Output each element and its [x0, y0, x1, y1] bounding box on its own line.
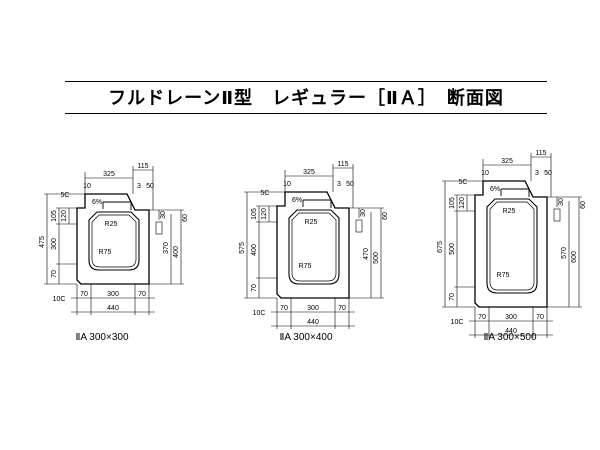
left-dim-depth: 300 — [51, 238, 58, 250]
left-dim-105: 105 — [51, 210, 58, 222]
chamfer-top-label: 5C — [61, 192, 70, 199]
radius-upper-label: R25 — [503, 208, 516, 215]
top-dim-50: 50 — [346, 181, 354, 188]
bottom-dim-440: 440 — [107, 305, 119, 312]
joint-mark — [553, 208, 561, 222]
slope-label: 6% — [92, 199, 102, 206]
slope-label: 6% — [292, 197, 302, 204]
right-inner-dim: 570 — [561, 247, 568, 259]
radius-lower-label: R75 — [497, 272, 510, 279]
radius-lower-label: R75 — [299, 263, 312, 270]
left-dim-70: 70 — [251, 284, 258, 292]
radius-upper-label: R25 — [105, 221, 118, 228]
top-dim-50: 50 — [146, 183, 154, 190]
section-outline — [76, 193, 150, 285]
right-outer-dim: 400 — [173, 246, 180, 258]
channel-outline — [88, 211, 140, 271]
channel-inner-outline — [291, 212, 337, 282]
top-dim-115: 115 — [337, 161, 348, 168]
top-dim-3: 3 — [337, 181, 341, 188]
section-caption: ⅡA 300×500 — [483, 332, 536, 343]
channel-outline — [486, 198, 538, 294]
joint-mark — [155, 221, 163, 235]
left-outer-dim: 475 — [39, 236, 46, 248]
chamfer-bottom-label: 10C — [451, 319, 464, 326]
radius-upper-label: R25 — [305, 219, 318, 226]
top-dim-115: 115 — [535, 150, 546, 157]
right-dim-60: 60 — [182, 214, 189, 222]
bottom-dim-300: 300 — [505, 314, 517, 321]
chamfer-top-label: 5C — [459, 179, 468, 186]
chamfer-bottom-label: 10C — [53, 296, 66, 303]
left-outer-dim: 575 — [239, 242, 246, 254]
bottom-dim-440: 440 — [505, 328, 517, 335]
left-dim-depth: 400 — [251, 244, 258, 256]
bottom-dim-300: 300 — [107, 291, 119, 298]
left-dim-120: 120 — [459, 197, 466, 209]
channel-inner-outline — [91, 214, 137, 268]
bottom-dim-70-right: 70 — [536, 314, 544, 321]
right-dim-30: 30 — [160, 211, 167, 219]
top-dim-325: 325 — [501, 158, 513, 165]
section-caption: ⅡA 300×400 — [279, 332, 332, 343]
right-inner-dim: 470 — [363, 248, 370, 260]
left-dim-120: 120 — [261, 208, 268, 220]
radius-lower-label: R75 — [99, 249, 112, 256]
right-dim-60: 60 — [382, 212, 389, 220]
right-outer-dim: 600 — [571, 251, 578, 263]
top-dim-10: 10 — [283, 181, 291, 188]
top-dim-325: 325 — [303, 169, 315, 176]
title-top-rule — [65, 81, 547, 82]
left-dim-105: 105 — [251, 208, 258, 220]
joint-mark — [355, 219, 363, 233]
top-dim-10: 10 — [83, 183, 91, 190]
right-dim-60: 60 — [580, 201, 587, 209]
section-caption: ⅡA 300×300 — [75, 332, 128, 343]
left-dim-70: 70 — [449, 293, 456, 301]
top-dim-325: 325 — [103, 171, 115, 178]
bottom-dim-70-right: 70 — [138, 291, 146, 298]
bottom-dim-70-left: 70 — [80, 291, 88, 298]
drawing-title-block: フルドレーンⅡ型 レギュラー［ⅡＡ］ 断面図 — [65, 81, 547, 115]
bottom-dim-70-left: 70 — [280, 305, 288, 312]
chamfer-bottom-label: 10C — [253, 310, 266, 317]
bottom-dim-70-left: 70 — [478, 314, 486, 321]
channel-inner-outline — [489, 201, 535, 291]
channel-outline — [288, 209, 340, 285]
top-dim-3: 3 — [535, 170, 539, 177]
title-bottom-rule — [65, 113, 547, 114]
right-outer-dim: 500 — [373, 252, 380, 264]
right-dim-30: 30 — [558, 198, 565, 206]
bottom-dim-300: 300 — [307, 305, 319, 312]
slope-label: 6% — [490, 186, 500, 193]
left-dim-depth: 500 — [449, 243, 456, 255]
bottom-dim-70-right: 70 — [338, 305, 346, 312]
right-dim-30: 30 — [360, 209, 367, 217]
bottom-dim-440: 440 — [307, 319, 319, 326]
section-outline — [474, 180, 548, 308]
left-dim-70: 70 — [51, 270, 58, 278]
top-dim-10: 10 — [481, 170, 489, 177]
left-dim-120: 120 — [61, 210, 68, 222]
drawing-title: フルドレーンⅡ型 レギュラー［ⅡＡ］ 断面図 — [108, 88, 504, 109]
left-outer-dim: 675 — [437, 241, 444, 253]
left-dim-105: 105 — [449, 197, 456, 209]
section-outline — [276, 191, 350, 299]
top-dim-115: 115 — [137, 163, 148, 170]
right-inner-dim: 370 — [163, 242, 170, 254]
top-dim-50: 50 — [544, 170, 552, 177]
chamfer-top-label: 5C — [261, 190, 270, 197]
top-dim-3: 3 — [137, 183, 141, 190]
